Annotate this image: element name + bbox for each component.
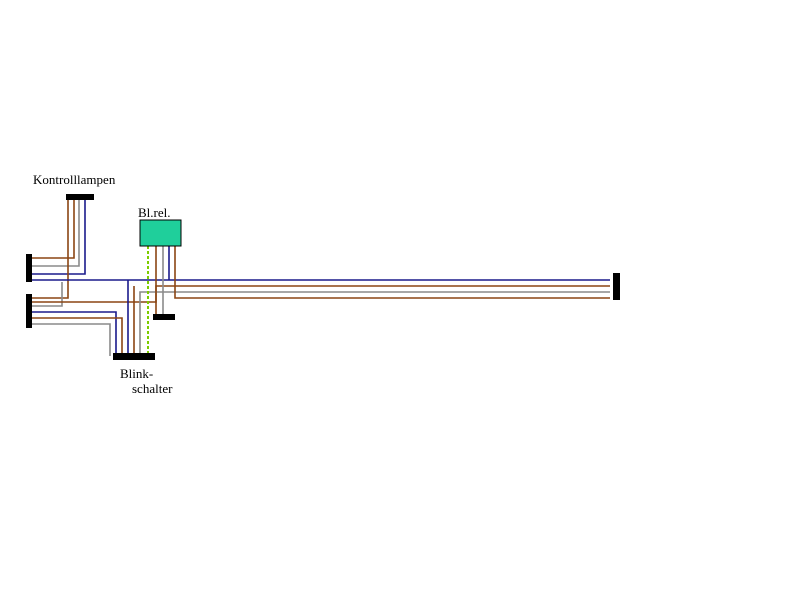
wire-left-brown-trunk — [30, 285, 610, 303]
wire-left-gray-drop — [30, 282, 63, 307]
connector-left-upper — [26, 254, 32, 282]
wires — [30, 198, 610, 356]
wire-lower-brown — [30, 317, 123, 356]
connector-kontrolllampen — [66, 194, 94, 200]
wire-left-brown-drop — [30, 198, 69, 299]
wire-kontroll-blue — [30, 198, 86, 275]
relay-box-icon — [139, 219, 182, 247]
wire-lower-gray — [30, 323, 111, 356]
wire-kontroll-brown — [30, 198, 75, 259]
wire-switch-gray-up — [139, 291, 610, 356]
connector-right-main — [613, 273, 620, 300]
connector-relay-lower — [153, 314, 175, 320]
wire-kontroll-gray — [30, 198, 80, 267]
wire-relay-brown2 — [174, 246, 610, 299]
connector-blinkschalter — [113, 353, 155, 360]
wire-lower-blue — [30, 311, 117, 356]
label-blinkschalter-line2: schalter — [132, 381, 173, 396]
label-blinkschalter-line1: Blink- — [120, 366, 154, 381]
connector-left-lower — [26, 294, 32, 328]
label-relay: Bl.rel. — [138, 205, 171, 220]
label-kontrolllampen: Kontrolllampen — [33, 172, 116, 187]
